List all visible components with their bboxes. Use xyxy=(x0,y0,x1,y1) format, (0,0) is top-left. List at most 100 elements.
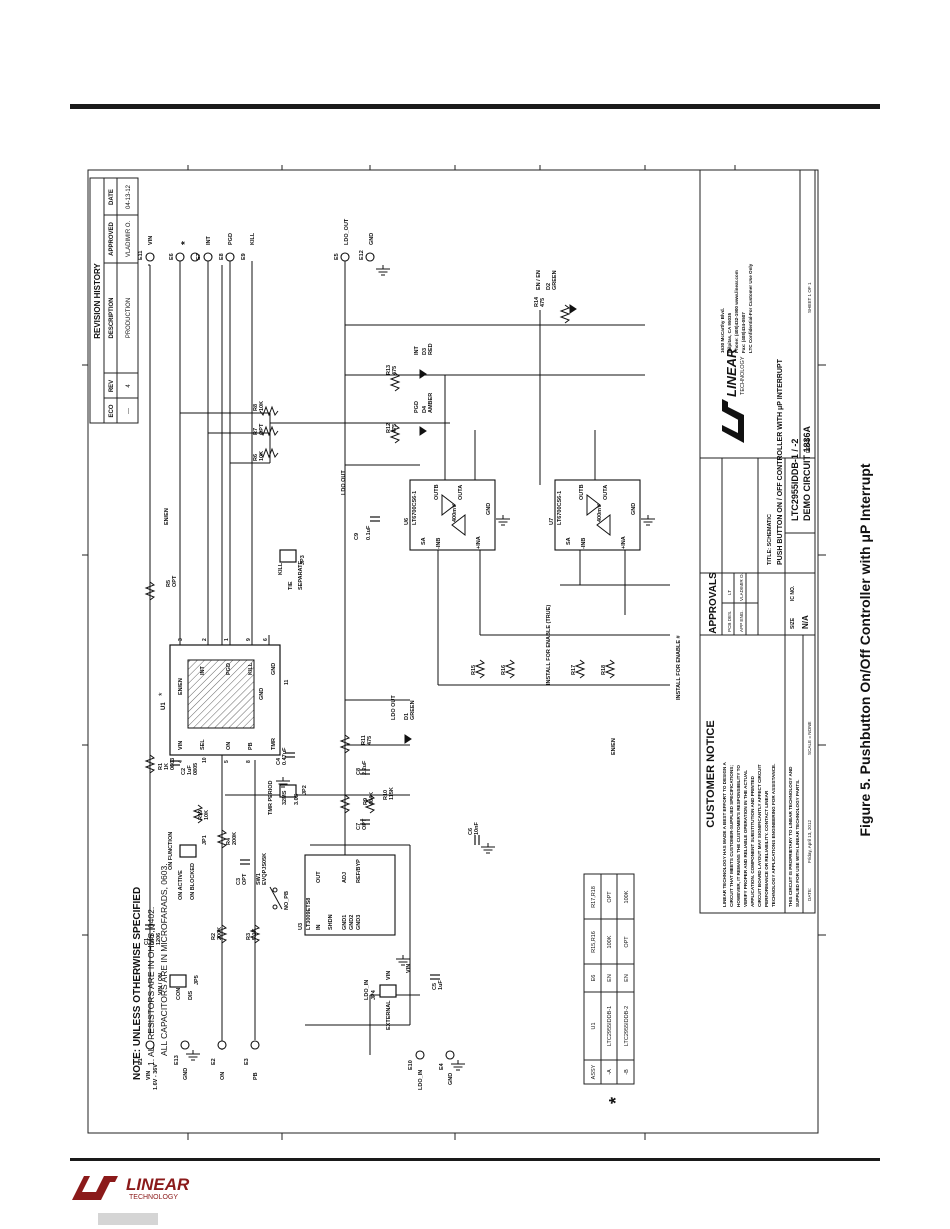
approvals-heading: APPROVALS xyxy=(708,572,719,634)
tmr-3s: 3.0S xyxy=(294,793,300,805)
jp3-ref: JP3 xyxy=(300,555,306,565)
rev-date: 04-13-12 xyxy=(126,184,132,209)
term-ldo-in: LDO_IN xyxy=(418,1070,424,1090)
u6-pin-sa: SA xyxy=(421,537,427,545)
r11-value: 475 xyxy=(367,736,373,745)
c9-value: 0.1uF xyxy=(366,525,372,540)
jp3 xyxy=(279,549,297,563)
u1-exposed-pad xyxy=(187,659,255,729)
d2-net: EN / EN xyxy=(536,270,542,290)
u1-pin-tmr: TMR xyxy=(271,738,277,750)
c4 xyxy=(285,752,295,758)
r15 xyxy=(474,659,486,679)
r2-value: 200K xyxy=(217,927,223,940)
logo-mark-left xyxy=(72,1176,98,1200)
r3 xyxy=(249,924,261,944)
c1-value: OPT xyxy=(150,933,156,945)
part-number: LTC2955IDDB-1 / -2 xyxy=(790,439,800,521)
u1-num: 9 xyxy=(246,638,252,641)
r5 xyxy=(144,581,156,601)
term-ldo-out: LDO_OUT xyxy=(344,218,350,245)
address-line: Phone: (408)432-1900 www.linear.com xyxy=(734,270,739,353)
u3-part: LT3009ETS8 xyxy=(306,898,312,930)
u3-pin-ref: REF/BYP xyxy=(356,859,362,883)
c7 xyxy=(360,819,370,825)
rev-heading: REVISION HISTORY xyxy=(93,263,102,339)
rev-eco: --- xyxy=(126,408,132,414)
notes-line1: 1. ALL RESISTORS ARE IN OHMS, 0402. xyxy=(146,907,156,1066)
title-label: TITLE: SCHEMATIC xyxy=(767,514,773,565)
ic-no-label: IC NO. xyxy=(790,585,796,601)
u1-num: 5 xyxy=(224,760,230,763)
assy-cell: -A xyxy=(607,1069,613,1075)
rev-col-approved: APPROVED xyxy=(109,222,115,256)
title-block: CUSTOMER NOTICE LINEAR TECHNOLOGY HAS MA… xyxy=(699,169,816,914)
term-e12: E12 xyxy=(359,250,365,260)
u6-comparator-a xyxy=(441,493,456,517)
jp5-dis: DIS xyxy=(188,991,194,1001)
r3-ref: R3 xyxy=(246,933,252,940)
jp4-external: EXTERNAL xyxy=(386,1000,392,1030)
u7-comparator-a xyxy=(586,493,601,517)
c2-ref: C2 xyxy=(181,768,187,775)
c8-value: 2.2uF xyxy=(362,760,368,775)
jp2-ref: JP2 xyxy=(302,785,308,795)
d4-net: PGD xyxy=(414,401,420,413)
r6-ref: R6 xyxy=(253,454,259,461)
notes-line2: ALL CAPACITORS ARE IN MICROFARADS, 0603. xyxy=(159,863,169,1056)
u1-pin-int: INT xyxy=(200,666,206,676)
scale: SCALE = NONE xyxy=(807,721,812,755)
jp3-kill: KILL xyxy=(278,562,284,575)
u7-ic xyxy=(554,479,641,551)
r11-ref: R11 xyxy=(361,735,367,745)
r7-value: OPT xyxy=(259,423,265,435)
r7 xyxy=(259,425,279,437)
r2 xyxy=(216,924,228,944)
r14-ref: R14 xyxy=(534,296,540,307)
jp5 xyxy=(169,974,187,988)
u6-pin-outb: OUTB xyxy=(434,484,440,500)
rev-desc: PRODUCTION xyxy=(126,298,132,338)
term-vin-spec: 1.6V - 36V xyxy=(153,1064,159,1090)
r11 xyxy=(339,734,351,754)
u3-ic xyxy=(304,854,396,936)
term-e13: E13 xyxy=(174,1055,180,1065)
u3-vin-net: VIN xyxy=(406,964,412,973)
page-number-bar xyxy=(98,1213,158,1225)
jp5-ref: JP5 xyxy=(194,975,200,985)
app-eng-label: APP ENG. xyxy=(739,610,744,632)
c2-pkg: 0805 xyxy=(193,763,199,775)
term-e1: E1 xyxy=(138,1058,144,1065)
u1-pin-en: EN/EN xyxy=(178,678,184,695)
r1-ref: R1 xyxy=(158,763,164,770)
r17-ref: R17 xyxy=(571,665,577,675)
r3-value: 5.1K xyxy=(252,928,258,940)
assy-col: ASSY xyxy=(591,1064,597,1079)
r19-value: 10K xyxy=(204,810,210,820)
c6 xyxy=(474,835,480,845)
term-on: ON xyxy=(220,1072,226,1080)
jp3-tie: TIE xyxy=(288,581,294,590)
c5 xyxy=(430,974,440,980)
u3-pin-gnd3: GND3 xyxy=(356,915,362,930)
u3-pin-adj: ADJ xyxy=(342,872,348,883)
c7-value: OPT xyxy=(362,818,368,830)
jp2 xyxy=(279,784,297,798)
jp1 xyxy=(179,844,197,858)
assy-col: R17,R18 xyxy=(591,886,597,908)
term-pb: PB xyxy=(253,1072,259,1080)
title-text: PUSH BUTTON ON / OFF CONTROLLER WITH μP … xyxy=(777,358,784,565)
sw1 xyxy=(269,886,283,910)
assy-star: * xyxy=(606,1097,626,1104)
notice-line: APPLICATION. COMPONENT SUBSTITUTION AND … xyxy=(750,775,755,907)
term-e6-star: * xyxy=(180,241,191,245)
r5-ref: R5 xyxy=(166,580,172,587)
r1 xyxy=(144,754,156,774)
r14 xyxy=(559,304,571,324)
c3-ref: C3 xyxy=(236,878,242,885)
assy-cell: OPT xyxy=(624,936,630,948)
c6-ref: C6 xyxy=(468,828,474,835)
linear-logo: LINEAR TECHNOLOGY xyxy=(72,1175,190,1201)
on-function-label: ON FUNCTION xyxy=(168,832,174,870)
pcb-des-label: PCB DES. xyxy=(727,611,732,632)
